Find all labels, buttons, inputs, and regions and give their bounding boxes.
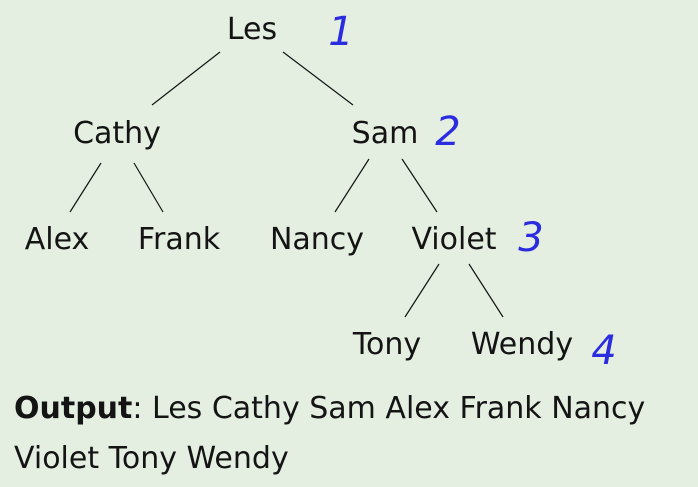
edge-cathy-alex (69, 162, 102, 213)
annotation-level-1: 1 (328, 9, 353, 55)
edge-les-sam (282, 51, 354, 106)
node-wendy: Wendy (471, 327, 573, 362)
output-text: Les Cathy Sam Alex Frank Nancy Violet To… (14, 391, 646, 476)
node-sam: Sam (352, 116, 419, 151)
node-violet: Violet (411, 222, 496, 257)
node-tony: Tony (352, 327, 421, 362)
edge-les-cathy (151, 51, 221, 106)
annotation-level-4: 4 (591, 328, 616, 370)
node-nancy: Nancy (270, 222, 364, 257)
edge-violet-tony (404, 263, 440, 318)
node-alex: Alex (25, 222, 90, 257)
annotation-level-2: 2 (435, 109, 460, 155)
output-label: Output (14, 391, 133, 426)
edge-sam-violet (401, 158, 438, 213)
edge-sam-nancy (334, 158, 370, 213)
annotation-level-3: 3 (518, 215, 543, 261)
node-frank: Frank (138, 222, 221, 257)
node-les: Les (227, 12, 277, 47)
node-cathy: Cathy (73, 116, 161, 151)
output-line: Output: Les Cathy Sam Alex Frank Nancy V… (14, 384, 692, 484)
output-separator: : (132, 391, 143, 426)
edge-cathy-frank (133, 162, 164, 213)
edge-violet-wendy (468, 263, 504, 318)
tree-diagram: Les Cathy Sam Alex Frank Nancy Violet To… (25, 9, 617, 370)
